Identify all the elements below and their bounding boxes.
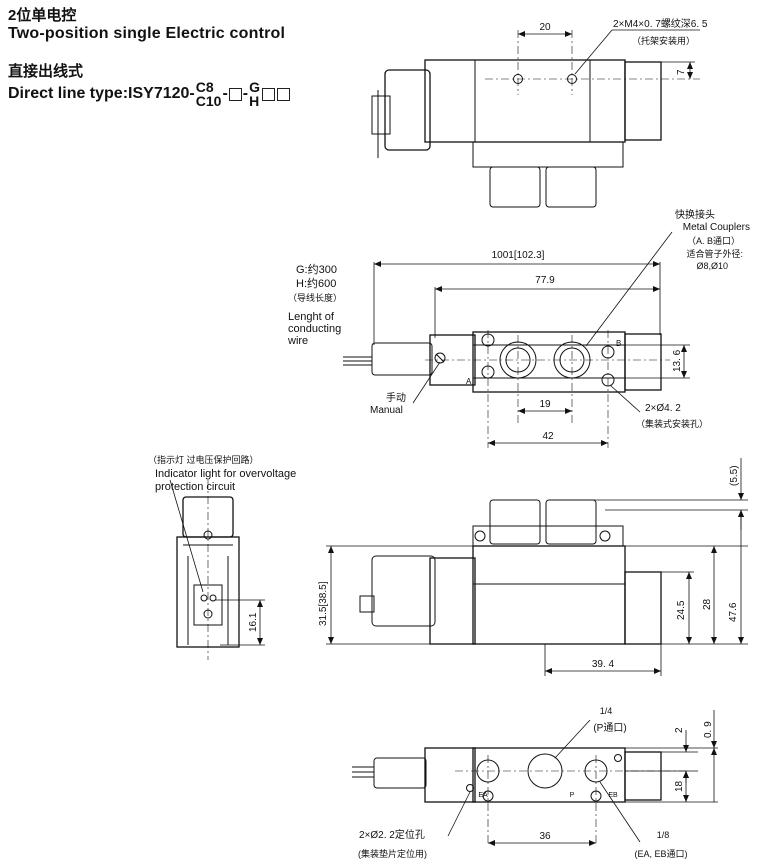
dim-09: 0. 9	[703, 721, 714, 738]
wire-length-en-3: wire	[287, 335, 308, 347]
indicator-en-1: Indicator light for overvoltage	[155, 468, 296, 480]
blank-box-1	[228, 87, 242, 101]
front-solenoid	[429, 557, 476, 645]
wire-length-en-1: Lenght of	[288, 311, 335, 323]
dim-31: 31.5[38.5]	[318, 581, 329, 626]
thread-note: 2×M4×0. 7螺纹深6. 5	[613, 17, 708, 30]
dim-19: 19	[539, 399, 551, 410]
side-valve-body	[472, 331, 626, 393]
dim-5: (5.5)	[729, 465, 740, 486]
pin-hole-2	[614, 754, 622, 762]
wire-option: G H	[249, 80, 260, 108]
e-port: (EA, EB通口)	[634, 849, 687, 859]
thread-note-sub: （托架安装用）	[632, 35, 695, 46]
option-g: G	[249, 79, 260, 95]
dim-20: 20	[539, 22, 551, 33]
bottom-view: 1/4 (P通口) EA P EB	[352, 706, 718, 859]
dim-36: 36	[539, 831, 551, 842]
front-fitting-b	[545, 499, 597, 545]
blank-box-2	[261, 87, 275, 101]
wire-length-g: G:约300	[296, 263, 337, 276]
dim-2: 2	[674, 727, 685, 733]
option-h: H	[249, 93, 260, 109]
bottom-valve-body	[472, 747, 626, 803]
dash-1: -	[222, 85, 228, 102]
e-thread: 1/8	[657, 830, 670, 840]
front-fitting-a	[489, 499, 541, 545]
subtitle-cn: 直接出线式	[8, 63, 84, 80]
label-a: A	[466, 377, 472, 386]
title-cn: 2位单电控	[8, 7, 77, 24]
wire-length-en-2: conducting	[288, 323, 341, 335]
hole-note: 2×Ø4. 2	[645, 403, 681, 414]
top-view: 20 2×M4×0. 7螺纹深6. 5 （托架安装用） 7	[371, 17, 708, 208]
model-prefix: Direct line type:ISY7120-	[8, 85, 195, 102]
front-valve-body	[472, 545, 626, 645]
top-solenoid-coil	[384, 69, 431, 151]
dim-39: 39. 4	[592, 659, 615, 670]
dim-7: 7	[676, 69, 687, 75]
top-valve-body	[424, 59, 626, 143]
hole-note-sub: （集装式安装孔）	[636, 418, 708, 429]
p-port: (P通口)	[593, 722, 626, 734]
dim-24: 24.5	[676, 600, 687, 620]
p-thread: 1/4	[600, 706, 613, 716]
mount-hole-1	[513, 74, 523, 84]
dim-28: 28	[702, 598, 713, 610]
indicator-en-2: protection circuit	[155, 481, 235, 493]
indicator-cn: （指示灯 过电压保护回路）	[148, 454, 259, 465]
label-b: B	[616, 339, 621, 348]
dim-13: 13. 6	[672, 349, 683, 372]
title-en: Two-position single Electric control	[8, 25, 286, 42]
label-ea: EA	[478, 792, 488, 799]
end-view: （指示灯 过电压保护回路） Indicator light for overvo…	[148, 454, 296, 660]
pin-note: 2×Ø2. 2定位孔	[359, 828, 425, 841]
wire-length-cn: （导线长度）	[288, 292, 342, 303]
tube-fit: 适合管子外径:	[686, 248, 743, 259]
top-fitting-a	[489, 166, 541, 208]
dim-42: 42	[542, 431, 554, 442]
dash-2: -	[242, 85, 249, 102]
dim-18: 18	[674, 780, 685, 792]
label-p: P	[570, 792, 575, 799]
pin-hole-1	[466, 784, 474, 792]
manual-cn: 手动	[386, 391, 406, 404]
top-fitting-b	[545, 166, 597, 208]
dim-16: 16.1	[248, 612, 259, 632]
dim-47: 47.6	[728, 602, 739, 622]
mount-hole-2	[567, 74, 577, 84]
dim-77: 77.9	[535, 275, 555, 286]
coupler-en: Metal Couplers	[683, 222, 750, 233]
model-code: Direct line type:ISY7120- C8 C10 - - G H	[8, 80, 291, 108]
coupler-cn: 快换接头	[675, 208, 715, 221]
dim-overall: 1001[102.3]	[492, 250, 545, 261]
tube-sizes: Ø8,Ø10	[696, 261, 728, 271]
front-view: (5.5) 47.6 28 24.5 31.5[38.5] 39. 4	[318, 458, 748, 676]
port-ab: （A. B通口）	[687, 236, 740, 246]
wire-length-h: H:约600	[296, 277, 336, 290]
label-eb: EB	[608, 792, 618, 799]
option-c8: C8	[195, 79, 214, 95]
tube-option: C8 C10	[196, 80, 222, 108]
manual-button	[434, 352, 446, 364]
blank-box-3	[276, 87, 290, 101]
manual-en: Manual	[370, 405, 403, 416]
option-c10: C10	[195, 93, 222, 109]
pin-note-sub: (集装垫片定位用)	[358, 848, 427, 859]
side-view: G:约300 H:约600 （导线长度） Lenght of conductin…	[287, 208, 750, 448]
